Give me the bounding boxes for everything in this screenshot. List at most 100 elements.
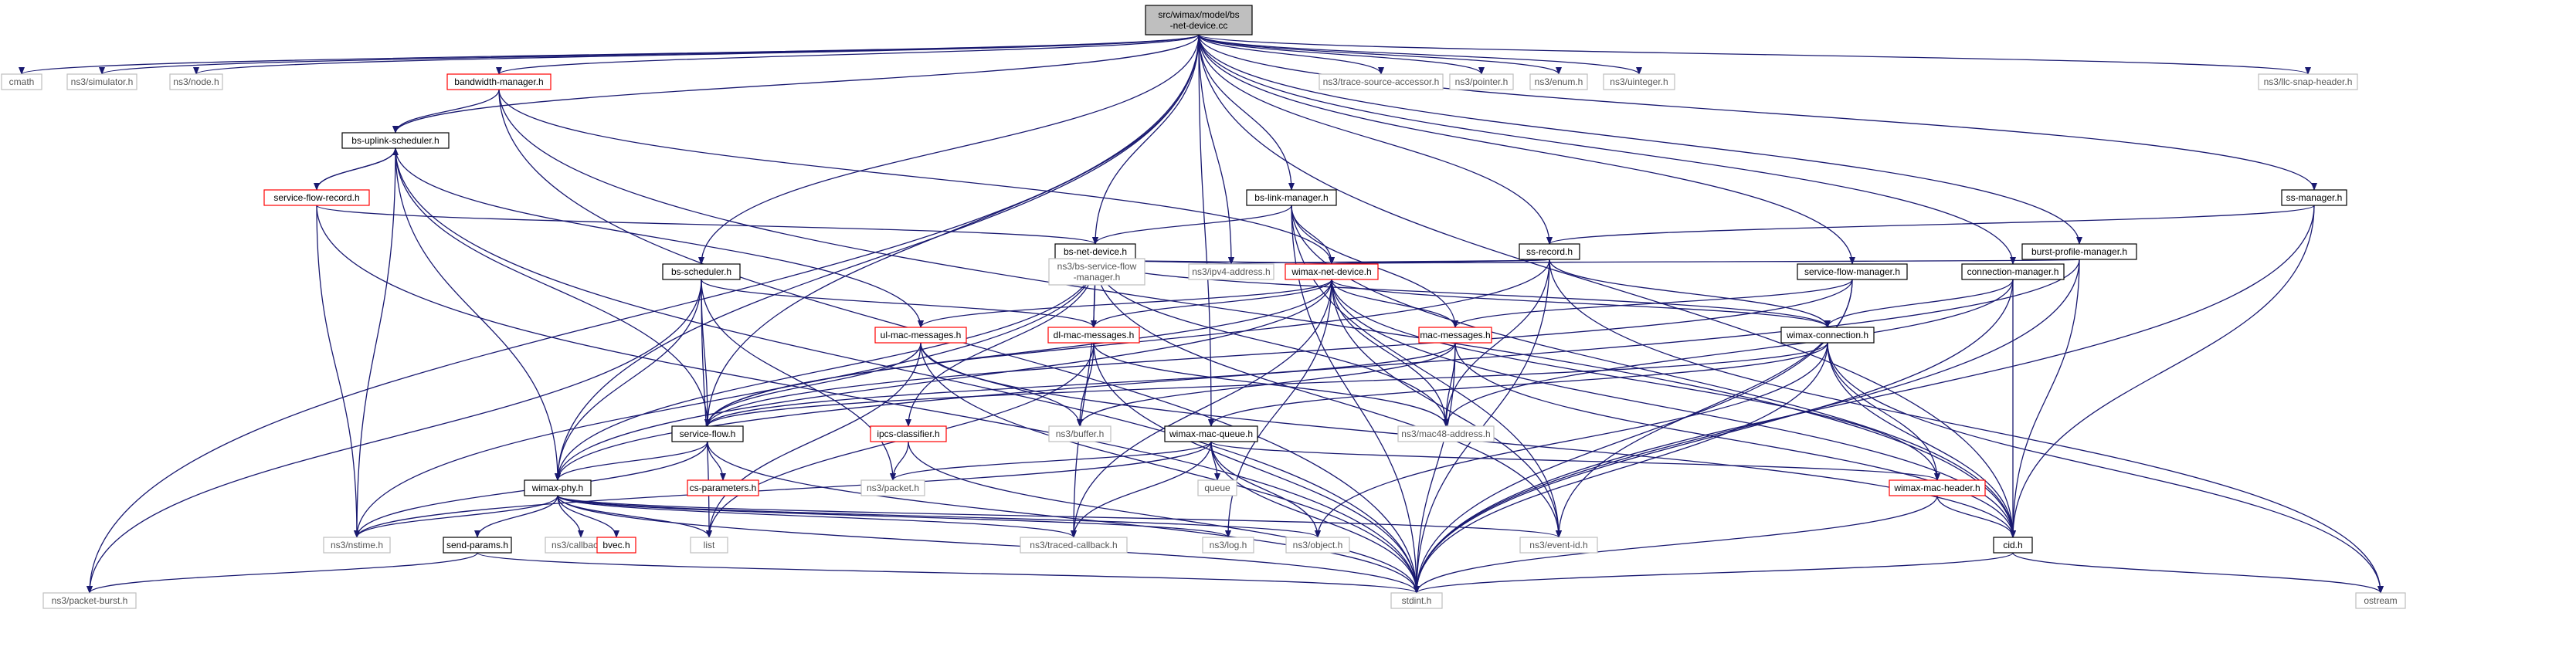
edge-root-to-bs_link (1198, 34, 1295, 191)
node-mac_hdr[interactable]: wimax-mac-header.h (1889, 479, 1986, 496)
node-label-log: ns3/log.h (1210, 540, 1247, 550)
edge-mac_hdr-to-cid (1936, 495, 2016, 538)
node-label-dl_mac: dl-mac-messages.h (1054, 330, 1135, 340)
edge-mac_queue-to-stdint (1210, 441, 1420, 594)
node-trace_src: ns3/trace-source-accessor.h (1319, 73, 1444, 90)
node-label-root: src/wimax/model/bs (1158, 9, 1239, 20)
node-burst_prof[interactable]: burst-profile-manager.h (2021, 243, 2137, 260)
node-bs_link[interactable]: bs-link-manager.h (1246, 189, 1337, 206)
node-label-cs_params: cs-parameters.h (690, 483, 757, 493)
node-root[interactable]: src/wimax/model/bs-net-device.cc (1145, 5, 1253, 36)
edge-wimax_conn-to-mac_hdr (1827, 342, 1940, 481)
node-box-pkt_burst (42, 592, 137, 609)
node-bwmgr[interactable]: bandwidth-manager.h (446, 73, 552, 90)
edge-wimax_conn-to-cid (1827, 342, 2016, 538)
edge-wimax_conn-to-sf (704, 342, 1828, 427)
edge-ss_record-to-mac48 (1443, 259, 1550, 427)
node-ul_mac[interactable]: ul-mac-messages.h (874, 327, 967, 344)
node-mac_msgs[interactable]: mac-messages.h (1418, 327, 1492, 344)
edge-mac_msgs-to-cid (1454, 342, 2016, 538)
node-label-sf_mgr: service-flow-manager.h (1804, 266, 1900, 277)
node-label-callback: ns3/callback.h (552, 540, 610, 550)
edge-ss_mgr-to-ss_record (1546, 205, 2315, 245)
edge-bs_uplink-to-phy (395, 147, 561, 481)
edge-bs_uplink-to-ul_mac (395, 147, 924, 328)
node-label-bvec: bvec.h (602, 540, 630, 550)
edge-cid-to-stdint (1414, 552, 2014, 594)
node-box-pointer (1449, 73, 1514, 90)
node-sf[interactable]: service-flow.h (671, 425, 744, 442)
edge-ul_mac-to-buffer (920, 342, 1083, 427)
edge-wimax_net-to-cid (1331, 279, 2016, 538)
node-label-bwmgr: bandwidth-manager.h (454, 76, 543, 87)
node-label-ss_record: ss-record.h (1526, 246, 1573, 257)
node-sf_mgr[interactable]: service-flow-manager.h (1797, 263, 1908, 280)
node-label-object: ns3/object.h (1293, 540, 1343, 550)
edge-wimax_net-to-wimax_conn (1331, 279, 1831, 328)
node-box-llc (2258, 73, 2358, 90)
node-box-conn_mgr (1961, 263, 2065, 280)
node-sf_record[interactable]: service-flow-record.h (263, 189, 370, 206)
node-label-bs_sf_mgr: ns3/bs-service-flow (1057, 261, 1137, 272)
edge-root-to-trace_src (1198, 34, 1384, 75)
node-label-mac48: ns3/mac48-address.h (1401, 428, 1490, 439)
node-ss_record[interactable]: ss-record.h (1519, 243, 1580, 260)
edge-mac_queue-to-packet (890, 441, 1212, 481)
node-label-packet: ns3/packet.h (867, 483, 919, 493)
edge-wimax_net-to-log (1225, 279, 1332, 538)
node-box-mac_queue (1164, 425, 1258, 442)
node-mac48: ns3/mac48-address.h (1397, 425, 1495, 442)
node-wimax_net[interactable]: wimax-net-device.h (1285, 263, 1379, 280)
dependency-nodes: src/wimax/model/bs-net-device.cc cmath ns3… (1, 5, 2406, 609)
node-log: ns3/log.h (1202, 537, 1254, 554)
edge-wimax_conn-to-stdint (1414, 342, 1828, 594)
node-cid[interactable]: cid.h (1993, 537, 2033, 554)
edge-wimax_net-to-traced_cb (1071, 279, 1332, 538)
node-label-cmath: cmath (9, 76, 35, 87)
edge-root-to-phy (555, 34, 1200, 481)
edge-root-to-ss_record (1198, 34, 1553, 245)
edge-phy-to-object (557, 495, 1321, 538)
node-bvec[interactable]: bvec.h (596, 537, 636, 554)
edge-sf_mgr-to-sf (704, 279, 1853, 427)
node-bs_sched[interactable]: bs-scheduler.h (662, 263, 741, 280)
node-cs_params[interactable]: cs-parameters.h (687, 479, 759, 496)
node-box-dl_mac (1047, 327, 1140, 344)
node-label-trace_src: ns3/trace-source-accessor.h (1323, 76, 1440, 87)
node-bs_net[interactable]: bs-net-device.h (1054, 243, 1136, 260)
node-ss_mgr[interactable]: ss-manager.h (2281, 189, 2347, 206)
edge-mac_msgs-to-sf (704, 342, 1456, 427)
node-label-pkt_burst: ns3/packet-burst.h (52, 595, 128, 606)
edge-mac_queue-to-mac_hdr (1210, 441, 1940, 481)
node-bs_sf_mgr: ns3/bs-service-flow-manager.h (1048, 258, 1145, 286)
node-box-sf_record (263, 189, 370, 206)
node-box-packet (860, 479, 925, 496)
edge-mac_queue-to-object (1210, 441, 1321, 538)
node-send_params[interactable]: send-params.h (443, 537, 512, 554)
node-box-traced_cb (1020, 537, 1128, 554)
node-label-bs_sched: bs-scheduler.h (671, 266, 731, 277)
node-ipcs[interactable]: ipcs-classifier.h (870, 425, 947, 442)
node-conn_mgr[interactable]: connection-manager.h (1961, 263, 2065, 280)
node-wimax_conn[interactable]: wimax-connection.h (1780, 327, 1875, 344)
node-label-bs_link: bs-link-manager.h (1254, 192, 1328, 203)
edge-burst_prof-to-phy (555, 259, 2080, 481)
node-box-ss_mgr (2281, 189, 2347, 206)
node-label-ipcs: ipcs-classifier.h (877, 428, 939, 439)
node-dl_mac[interactable]: dl-mac-messages.h (1047, 327, 1140, 344)
edge-root-to-pkt_burst (87, 34, 1200, 594)
node-event_id: ns3/event-id.h (1519, 537, 1598, 554)
node-label-sf: service-flow.h (680, 428, 736, 439)
node-box-root (1145, 5, 1253, 36)
node-phy[interactable]: wimax-phy.h (524, 479, 592, 496)
node-bs_uplink[interactable]: bs-uplink-scheduler.h (341, 132, 450, 149)
node-label-cid: cid.h (2003, 540, 2022, 550)
node-box-bwmgr (446, 73, 552, 90)
node-label-bs_net: bs-net-device.h (1064, 246, 1127, 257)
node-box-cmath (1, 73, 42, 90)
edge-ul_mac-to-sf (704, 342, 921, 427)
edge-bs_sched-to-dl_mac (701, 279, 1097, 328)
node-label-phy: wimax-phy.h (531, 483, 583, 493)
node-mac_queue[interactable]: wimax-mac-queue.h (1164, 425, 1258, 442)
edge-root-to-bs_net (1092, 34, 1200, 245)
